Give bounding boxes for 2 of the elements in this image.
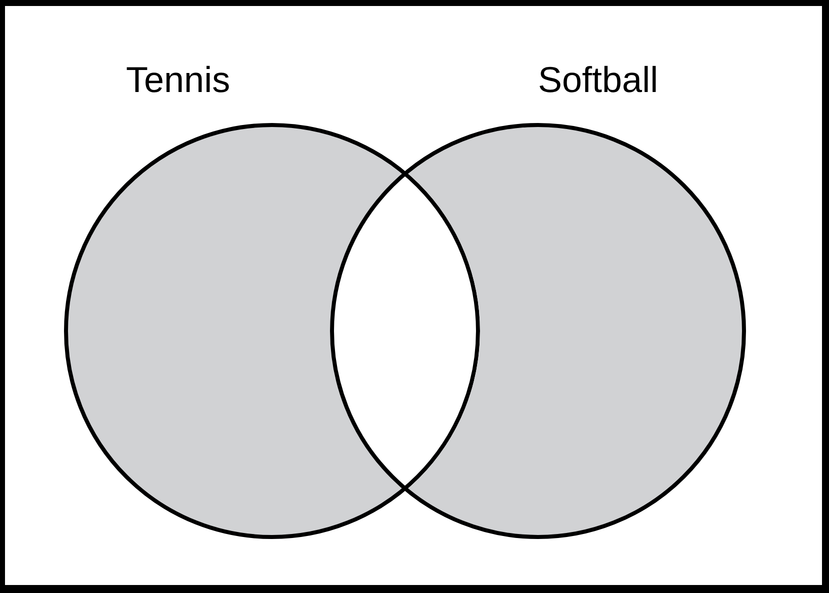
set-label: Softball <box>538 62 658 98</box>
set-label: Tennis <box>126 62 230 98</box>
